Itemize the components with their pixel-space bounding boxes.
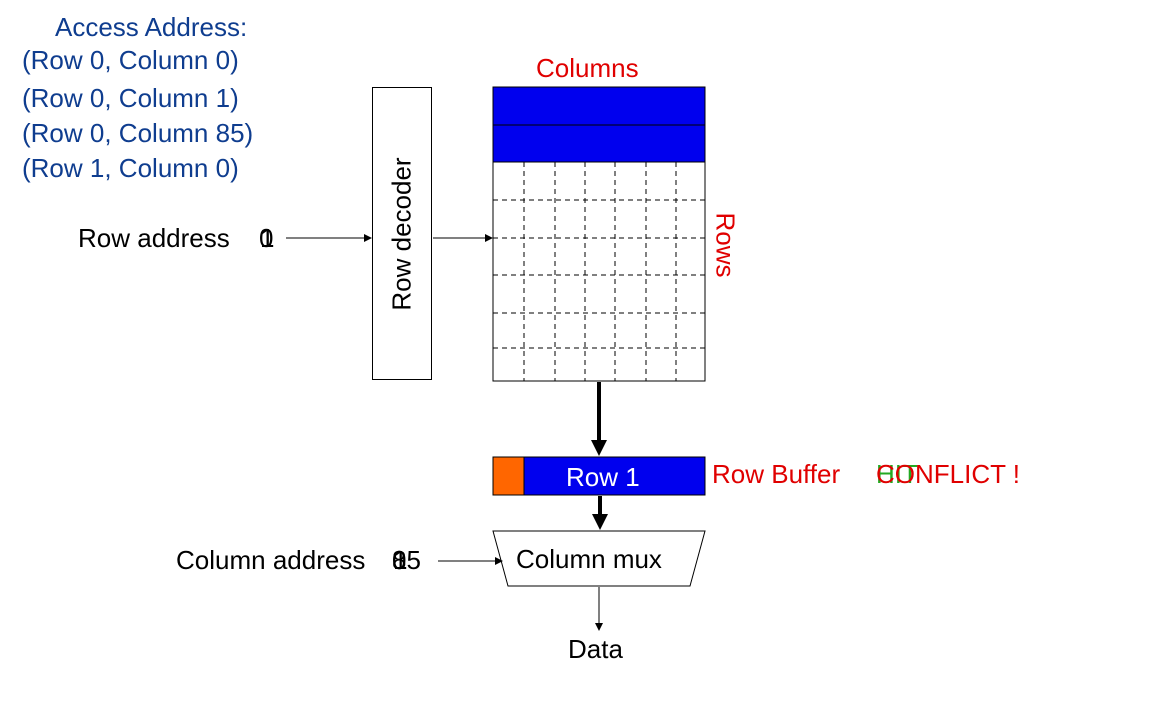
- column-address-value-1: 1: [393, 545, 408, 575]
- row-buffer-cell-highlight: [492, 456, 525, 496]
- column-address-value-0: 0: [392, 545, 407, 575]
- memory-array-grid: [493, 162, 705, 381]
- row-buffer-content: Row 1: [566, 462, 640, 492]
- access-address-heading: Access Address:: [55, 12, 248, 42]
- access-address-item-1: (Row 0, Column 0): [22, 45, 239, 75]
- column-address-label: Column address: [176, 545, 366, 575]
- array-row-1: [492, 124, 706, 163]
- access-address-item-3: (Row 0, Column 85): [22, 118, 254, 148]
- access-address-item-2: (Row 0, Column 1): [22, 83, 239, 113]
- row-address-label: Row address: [78, 223, 230, 253]
- column-mux-label: Column mux: [516, 544, 662, 574]
- row-address-value-1: 1: [260, 223, 275, 253]
- access-address-item-4: (Row 1, Column 0): [22, 153, 239, 183]
- array-row-0: [492, 86, 706, 126]
- columns-label: Columns: [536, 53, 639, 83]
- row-buffer-status-hit: HIT: [876, 459, 918, 489]
- row-buffer-status-conflict: CONFLICT !: [876, 459, 1020, 489]
- data-label: Data: [568, 634, 623, 664]
- row-buffer-body: [523, 456, 706, 496]
- row-decoder-box: [372, 87, 432, 380]
- memory-array-body: [492, 161, 706, 382]
- column-address-value-85: 85: [392, 545, 421, 575]
- row-address-value-0: 0: [259, 223, 274, 253]
- column-mux: [492, 530, 706, 587]
- row-buffer-label: Row Buffer: [712, 459, 841, 489]
